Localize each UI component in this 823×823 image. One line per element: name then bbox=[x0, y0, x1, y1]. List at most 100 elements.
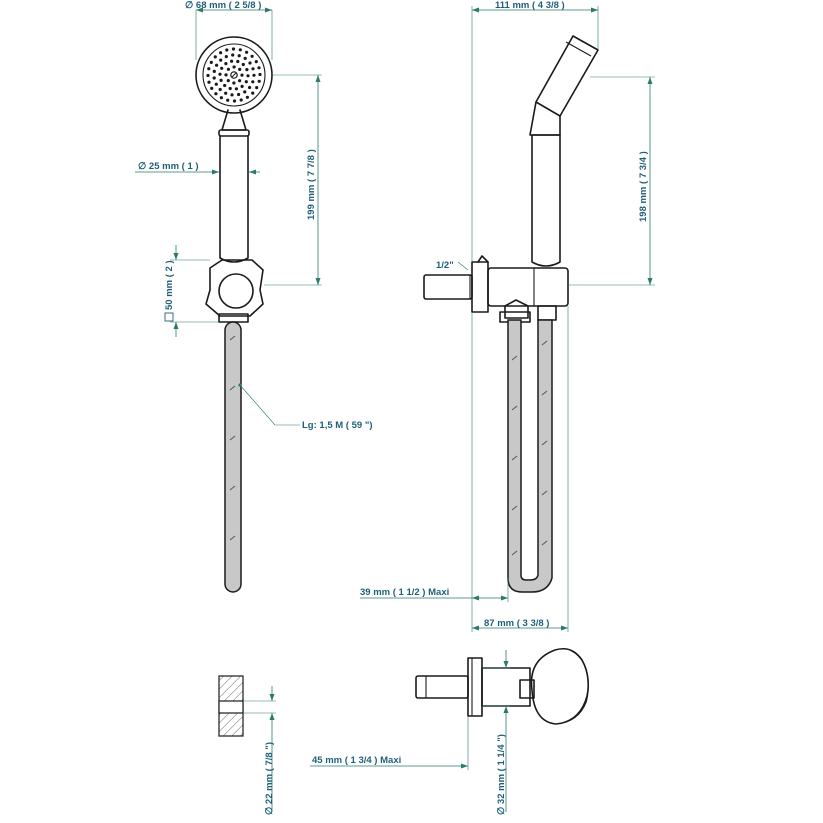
spray-hole bbox=[224, 91, 228, 95]
spray-hole bbox=[236, 59, 240, 64]
spray-hole bbox=[239, 98, 243, 102]
handle-body-side bbox=[531, 134, 561, 267]
spray-hole bbox=[241, 62, 245, 67]
svg-text:111 mm ( 4 3/8 ): 111 mm ( 4 3/8 ) bbox=[495, 0, 565, 11]
spray-hole bbox=[224, 55, 228, 59]
svg-text:198 mm ( 7 3/4 ): 198 mm ( 7 3/4 ) bbox=[638, 151, 649, 222]
spray-hole bbox=[231, 53, 235, 57]
dim-flange-diameter: ∅ 32 mm ( 1 1/4 ") bbox=[482, 650, 510, 815]
svg-text:∅ 25 mm ( 1 ): ∅ 25 mm ( 1 ) bbox=[138, 161, 199, 172]
spray-hole bbox=[225, 48, 229, 52]
svg-text:∅ 22 mm ( 7/8 "): ∅ 22 mm ( 7/8 ") bbox=[264, 742, 275, 815]
spray-hole bbox=[244, 80, 248, 84]
spray-hole bbox=[232, 81, 236, 85]
svg-text:39 mm ( 1 1/2 ) Maxi: 39 mm ( 1 1/2 ) Maxi bbox=[360, 587, 449, 598]
spray-hole bbox=[237, 54, 241, 58]
front-view: ∅ 68 mm ( 2 5/8 ) ∅ 25 mm ( 1 ) 199 mm (… bbox=[135, 0, 373, 593]
dim-hose-offset: 39 mm ( 1 1/2 ) Maxi bbox=[360, 578, 509, 602]
spray-hole bbox=[212, 76, 216, 80]
spray-hole bbox=[245, 68, 249, 72]
hose-marks-front bbox=[229, 335, 236, 541]
spray-hole bbox=[254, 60, 258, 64]
spray-hole bbox=[219, 78, 223, 82]
spray-hole bbox=[220, 66, 224, 70]
spray-hole bbox=[240, 84, 244, 88]
spray-hole bbox=[251, 67, 255, 71]
dim-handle-diameter: ∅ 25 mm ( 1 ) bbox=[135, 161, 260, 175]
dim-front-height: 199 mm ( 7 7/8 ) bbox=[264, 74, 322, 286]
spray-hole bbox=[243, 90, 247, 94]
spray-hole bbox=[243, 56, 247, 61]
svg-text:199 mm ( 7 7/8 ): 199 mm ( 7 7/8 ) bbox=[306, 149, 317, 220]
spray-hole bbox=[230, 93, 234, 97]
svg-text:∅ 68 mm ( 2 5/8 ): ∅ 68 mm ( 2 5/8 ) bbox=[185, 0, 261, 11]
spray-hole bbox=[238, 67, 242, 71]
svg-text:87 mm ( 3 3/8 ): 87 mm ( 3 3/8 ) bbox=[484, 618, 549, 629]
thread-label: 1/2" bbox=[436, 260, 454, 271]
spray-hole bbox=[250, 54, 254, 58]
spray-hole bbox=[238, 48, 242, 52]
handle-body-front bbox=[219, 135, 249, 263]
spray-hole bbox=[248, 61, 252, 65]
spray-hole bbox=[218, 72, 222, 76]
dim-side-width: 111 mm ( 4 3/8 ) bbox=[471, 0, 599, 262]
spray-hole bbox=[206, 73, 210, 78]
bracket-front bbox=[205, 259, 264, 323]
spray-hole bbox=[207, 67, 211, 71]
shower-head-side bbox=[529, 35, 599, 136]
spray-hole bbox=[232, 65, 236, 69]
spray-hole bbox=[232, 99, 237, 103]
svg-text:45 mm ( 1 3/4 ) Maxi: 45 mm ( 1 3/4 ) Maxi bbox=[312, 755, 401, 766]
spray-hole bbox=[219, 51, 223, 55]
hose-marks-side bbox=[511, 340, 548, 556]
spray-hole bbox=[212, 69, 216, 73]
spray-hole bbox=[226, 98, 230, 102]
spray-hole bbox=[248, 85, 252, 90]
bracket-side bbox=[423, 255, 569, 323]
spray-hole bbox=[214, 82, 218, 86]
pipe-section: ∅ 22 mm ( 7/8 ") bbox=[218, 675, 276, 815]
spray-hole bbox=[226, 67, 230, 71]
side-view: 111 mm ( 4 3/8 ) 198 mm ( 7 3/4 ) 1/2" 3… bbox=[360, 0, 655, 632]
spray-hole bbox=[219, 58, 223, 62]
spray-hole bbox=[219, 96, 223, 100]
dim-bracket-depth: 87 mm ( 3 3/8 ) bbox=[471, 306, 569, 632]
dim-head-diameter: ∅ 68 mm ( 2 5/8 ) bbox=[185, 0, 273, 60]
dim-hose-length: Lg: 1,5 M ( 59 ") bbox=[238, 383, 373, 431]
spray-hole bbox=[209, 60, 213, 64]
spray-hole bbox=[258, 72, 262, 77]
spray-hole bbox=[223, 83, 227, 88]
spray-hole bbox=[257, 66, 261, 70]
spray-hole bbox=[215, 63, 219, 67]
svg-text:Lg: 1,5 M ( 59 "): Lg: 1,5 M ( 59 ") bbox=[302, 420, 373, 431]
hose-side bbox=[507, 319, 553, 593]
spray-hole bbox=[257, 79, 261, 83]
spray-hole bbox=[224, 62, 228, 66]
spray-hole bbox=[251, 80, 255, 84]
spray-hole bbox=[252, 73, 256, 77]
spray-holes bbox=[206, 47, 262, 103]
svg-text:50 mm ( 2 ): 50 mm ( 2 ) bbox=[164, 260, 175, 310]
svg-text:∅ 32 mm ( 1 1/4 "): ∅ 32 mm ( 1 1/4 ") bbox=[496, 734, 507, 815]
spray-hole bbox=[213, 55, 217, 59]
spray-hole bbox=[245, 50, 249, 54]
spray-hole bbox=[214, 92, 218, 96]
spray-hole bbox=[210, 86, 214, 90]
spray-hole bbox=[230, 59, 234, 63]
dim-side-height: 198 mm ( 7 3/4 ) bbox=[568, 76, 655, 286]
spray-hole bbox=[246, 74, 250, 78]
shower-head-front bbox=[195, 36, 273, 114]
spray-hole bbox=[251, 91, 255, 95]
spray-hole bbox=[238, 79, 242, 83]
spray-hole bbox=[228, 86, 232, 91]
hose-front bbox=[224, 321, 242, 593]
spray-hole bbox=[245, 95, 249, 99]
shower-head-top bbox=[530, 647, 590, 725]
spray-hole bbox=[237, 92, 241, 97]
spray-hole bbox=[207, 80, 211, 84]
spray-hole bbox=[218, 87, 222, 92]
dim-projection: 45 mm ( 1 3/4 ) Maxi bbox=[310, 716, 469, 770]
top-view: 45 mm ( 1 3/4 ) Maxi ∅ 32 mm ( 1 1/4 ") bbox=[310, 647, 590, 815]
spray-hole bbox=[231, 47, 236, 51]
